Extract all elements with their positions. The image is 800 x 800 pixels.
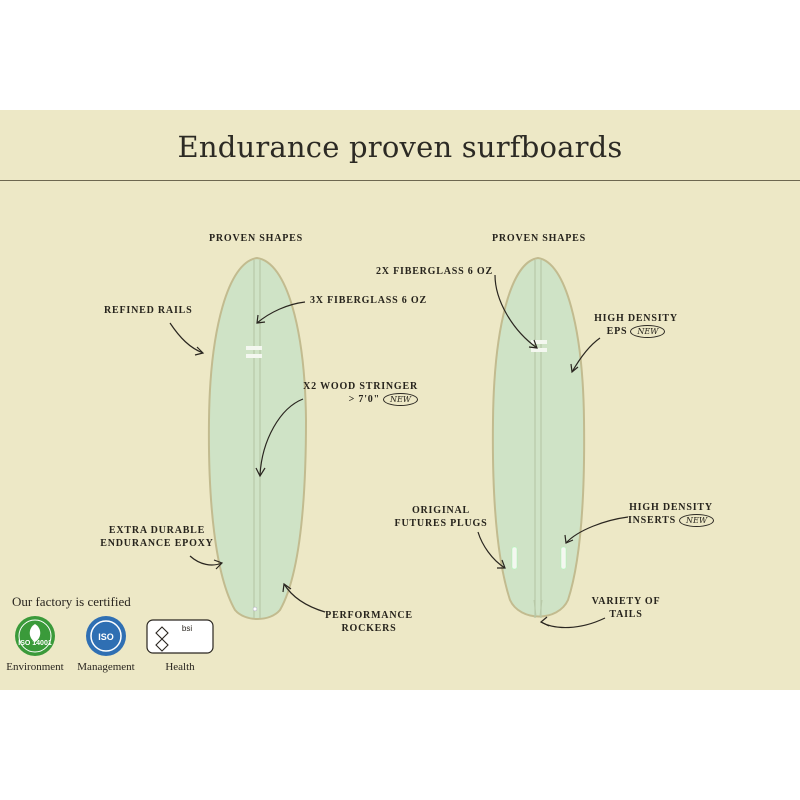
title-divider xyxy=(0,180,800,181)
plugs-line2: FUTURES PLUGS xyxy=(394,518,488,529)
tails-line1: VARIETY OF xyxy=(591,596,661,607)
iso-text: ISO xyxy=(98,632,114,642)
label-futures-plugs: ORIGINAL FUTURES PLUGS xyxy=(388,504,494,530)
new-tag: NEW xyxy=(630,325,666,339)
tails-line2: TAILS xyxy=(609,609,643,620)
iso-14001-badge xyxy=(15,616,55,656)
inserts-line1: HIGH DENSITY xyxy=(629,502,713,513)
certification-heading: Our factory is certified xyxy=(12,594,131,609)
caption-health: Health xyxy=(165,661,195,673)
right-arrows xyxy=(477,274,629,629)
left-arrows xyxy=(169,301,326,613)
stringer-line1: X2 WOOD STRINGER xyxy=(303,381,418,392)
bsi-text: bsi xyxy=(181,624,193,633)
label-performance-rockers: PERFORMANCE ROCKERS xyxy=(314,609,424,635)
left-surfboard xyxy=(207,256,308,620)
eps-line1: HIGH DENSITY xyxy=(594,313,678,324)
right-heading: PROVEN SHAPES xyxy=(491,233,587,244)
rockers-line1: PERFORMANCE xyxy=(325,610,413,621)
page-title: Endurance proven surfboards xyxy=(177,130,623,164)
eps-text: EPS xyxy=(606,326,628,337)
stringer-length: > 7'0" xyxy=(348,394,380,405)
label-wood-stringer: X2 WOOD STRINGER > 7'0"NEW xyxy=(288,380,418,407)
new-tag: NEW xyxy=(678,514,715,528)
label-refined-rails: REFINED RAILS xyxy=(104,305,193,316)
iso-badge xyxy=(86,616,126,656)
right-surfboard xyxy=(491,256,586,618)
label-variety-of-tails: VARIETY OF TAILS xyxy=(580,595,672,621)
epoxy-line2: ENDURANCE EPOXY xyxy=(100,538,214,549)
label-2x-fiberglass: 2X FIBERGLASS 6 OZ xyxy=(376,266,493,277)
caption-environment: Environment xyxy=(6,661,64,673)
bsi-badge xyxy=(146,619,214,654)
epoxy-line1: EXTRA DURABLE xyxy=(108,525,206,536)
label-3x-fiberglass: 3X FIBERGLASS 6 OZ xyxy=(310,295,427,306)
iso-14001-text: ISO 14001 xyxy=(18,640,52,647)
caption-management: Management xyxy=(77,661,135,673)
new-tag: NEW xyxy=(382,393,418,407)
inserts-text: INSERTS xyxy=(627,515,676,526)
rockers-line2: ROCKERS xyxy=(341,623,397,634)
plugs-line1: ORIGINAL xyxy=(411,505,471,516)
label-endurance-epoxy: EXTRA DURABLE ENDURANCE EPOXY xyxy=(92,524,222,550)
stringer-line2: > 7'0"NEW xyxy=(288,393,418,407)
left-heading: PROVEN SHAPES xyxy=(208,233,304,244)
